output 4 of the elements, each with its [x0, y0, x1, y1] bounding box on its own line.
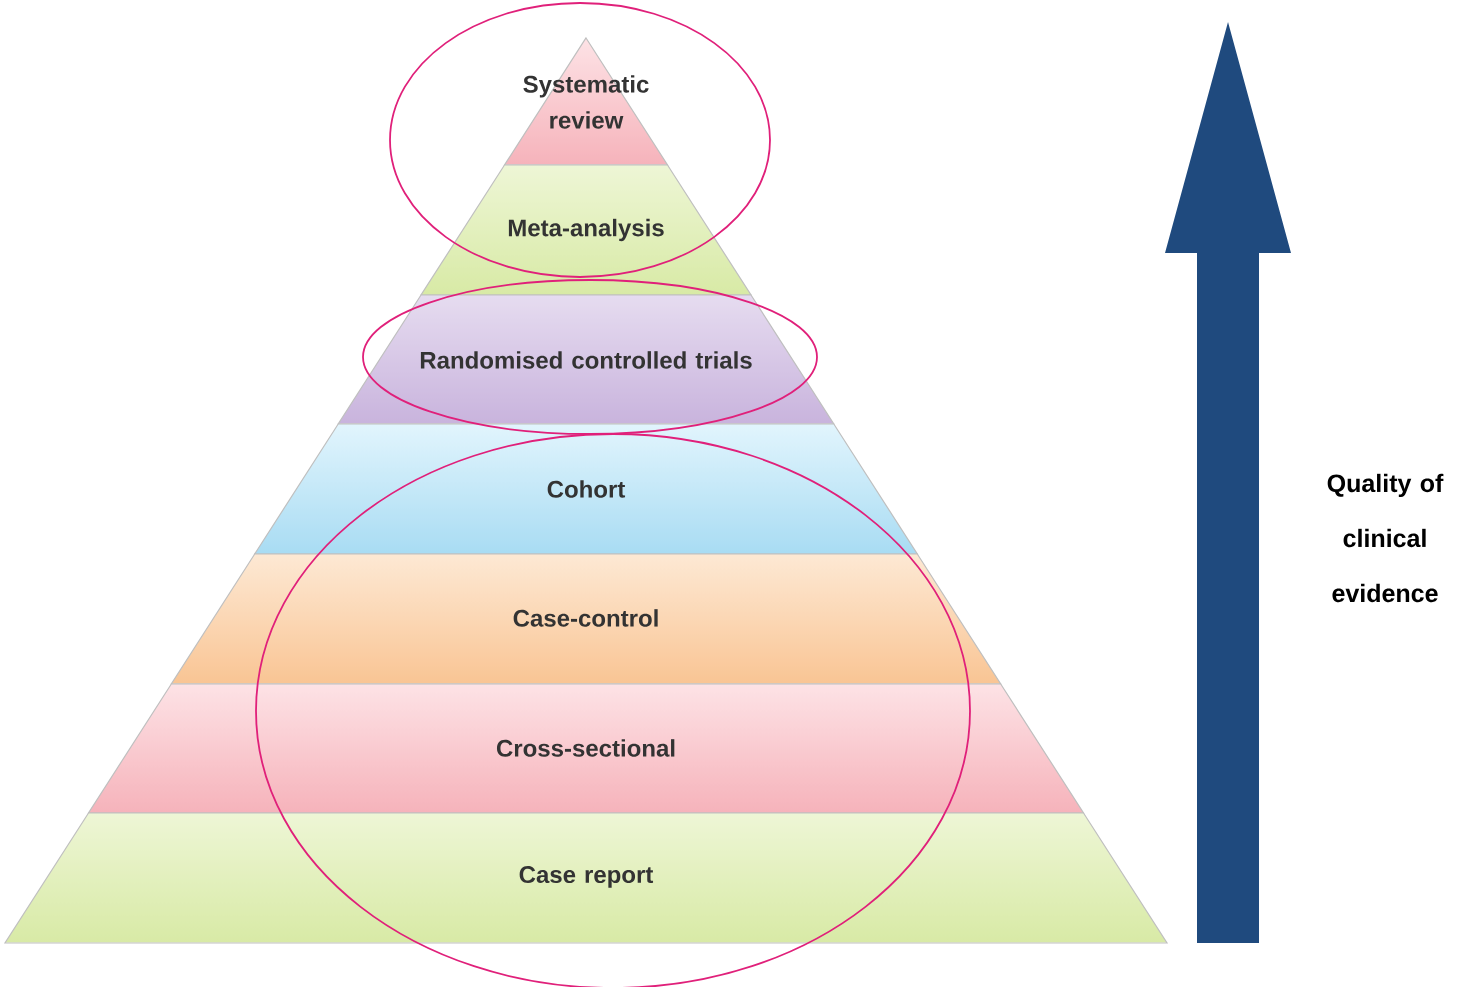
pyramid-level: Randomised controlled trials — [337, 294, 835, 425]
axis-label: Quality of clinical evidence — [1327, 473, 1444, 603]
pyramid-level: Cross-sectional — [87, 683, 1085, 814]
pyramid-level: Case-control — [170, 553, 1002, 685]
